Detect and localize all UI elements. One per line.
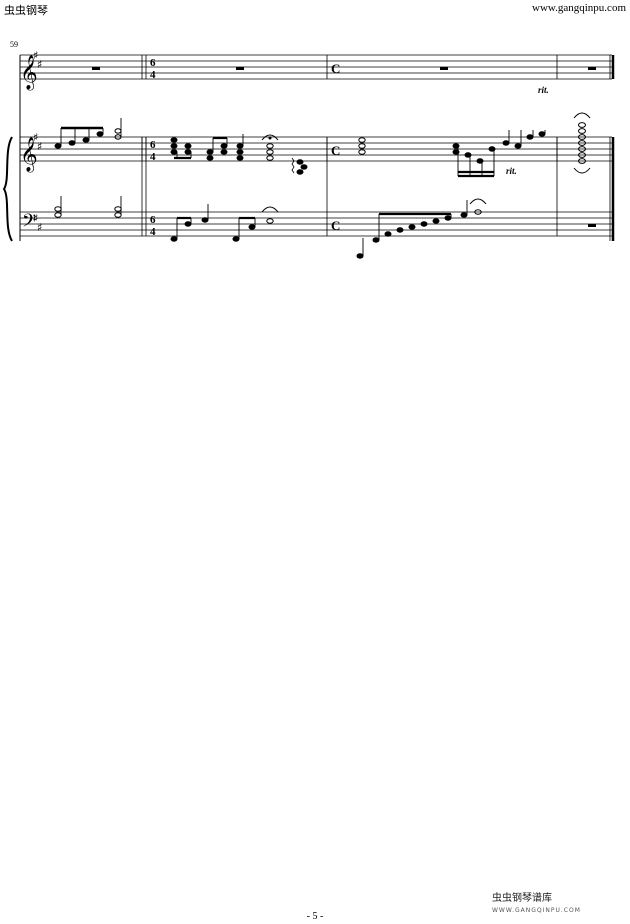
common-time: C: [331, 61, 340, 76]
ts-top: 6: [150, 57, 156, 69]
whole-rest: [440, 67, 448, 70]
svg-text:♯: ♯: [33, 49, 38, 62]
lh-notes-m60: [170, 204, 279, 242]
ts-top: 6: [150, 139, 156, 151]
lh-notes-m61: [356, 198, 487, 259]
svg-text:♯: ♯: [33, 212, 38, 225]
ts-bottom: 4: [150, 69, 156, 81]
rh-notes-m59: [54, 118, 122, 149]
svg-text:♯: ♯: [37, 140, 42, 153]
svg-text:♯: ♯: [37, 58, 42, 71]
vocal-staff: [20, 54, 612, 80]
lh-notes-m59: [54, 196, 122, 218]
rh-notes-m60: [170, 134, 308, 175]
common-time: C: [331, 218, 340, 233]
rit-marking: rit.: [506, 166, 517, 176]
measure-number: 59: [10, 40, 18, 49]
rit-marking: rit.: [538, 85, 549, 95]
svg-text:♯: ♯: [37, 221, 42, 234]
whole-rest: [92, 67, 100, 70]
page-number: - 5 -: [306, 911, 324, 922]
whole-rest: [588, 67, 596, 70]
watermark-title: 虫虫钢琴谱库: [492, 893, 552, 904]
rh-notes-m61: [358, 130, 546, 178]
piano-right-staff: [20, 136, 612, 162]
site-url[interactable]: www.gangqinpu.com: [532, 2, 626, 14]
ts-bottom: 4: [150, 151, 156, 163]
watermark-logo: 虫虫钢琴谱库 WWW.GANGQINPU.COM: [492, 893, 624, 919]
bass-clef-icon: 𝄢: [22, 211, 36, 236]
svg-text:♯: ♯: [33, 131, 38, 144]
treble-clef-icon: 𝄞: [20, 55, 38, 91]
key-signature-sharps: ♯ ♯: [33, 49, 42, 71]
time-signature-6-4: 6 4: [150, 57, 156, 81]
watermark-url: WWW.GANGQINPU.COM: [492, 907, 581, 914]
piano-left-staff: [20, 211, 612, 237]
ts-bottom: 4: [150, 226, 156, 238]
whole-rest: [588, 224, 596, 227]
treble-clef-icon: 𝄞: [20, 137, 38, 173]
piano-brace: [2, 136, 13, 242]
ts-top: 6: [150, 214, 156, 226]
whole-rest: [236, 67, 244, 70]
common-time: C: [331, 143, 340, 158]
site-name: 虫虫钢琴: [4, 4, 48, 17]
rh-final-chord: [573, 112, 591, 174]
